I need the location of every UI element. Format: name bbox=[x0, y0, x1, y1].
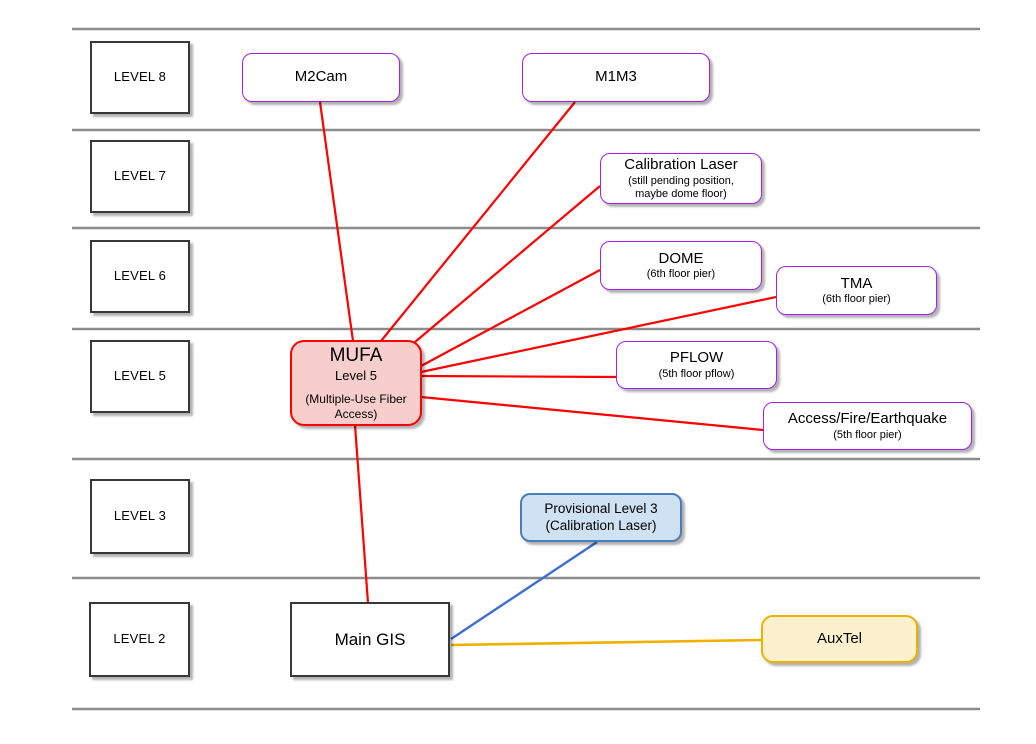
node-title: M1M3 bbox=[595, 68, 637, 86]
level-separators bbox=[72, 27, 980, 711]
node-title: Provisional Level 3 bbox=[544, 500, 658, 516]
node-title: Calibration Laser bbox=[624, 155, 738, 173]
node-subtitle: (5th floor pflow) bbox=[658, 367, 735, 380]
edge-main-gis-auxtel bbox=[450, 638, 762, 647]
edge-mufa-dome bbox=[420, 269, 601, 367]
node-title: M2Cam bbox=[294, 68, 348, 86]
node-main-gis: Main GIS bbox=[290, 602, 450, 677]
edge-main-gis-provisional bbox=[450, 541, 598, 640]
level-box-8: LEVEL 8 bbox=[90, 41, 190, 114]
level-box-3: LEVEL 3 bbox=[90, 479, 190, 554]
edge-mufa-calibration-laser bbox=[414, 185, 601, 343]
node-provisional-level3: Provisional Level 3 (Calibration Laser) bbox=[520, 493, 682, 542]
edge-mufa-m1m3 bbox=[380, 101, 576, 342]
node-note: (Multiple-Use Fiber Access) bbox=[305, 391, 407, 421]
level-label: LEVEL 6 bbox=[113, 268, 167, 284]
node-title: PFLOW bbox=[669, 349, 724, 367]
level-label: LEVEL 5 bbox=[113, 368, 167, 384]
level-label: LEVEL 7 bbox=[113, 168, 167, 184]
node-m2cam: M2Cam bbox=[242, 53, 400, 102]
node-subtitle: maybe dome floor) bbox=[635, 187, 727, 200]
edge-mufa-main-gis bbox=[353, 424, 370, 604]
node-tma: TMA (6th floor pier) bbox=[776, 266, 937, 315]
node-subtitle: Level 5 bbox=[335, 368, 377, 384]
node-auxtel: AuxTel bbox=[761, 615, 918, 663]
node-subtitle: (Calibration Laser) bbox=[545, 517, 657, 533]
node-subtitle: (6th floor pier) bbox=[822, 293, 891, 306]
node-title: Main GIS bbox=[334, 629, 406, 649]
node-access-fire-earthquake: Access/Fire/Earthquake (5th floor pier) bbox=[763, 402, 972, 450]
node-title: TMA bbox=[840, 274, 873, 292]
edge-mufa-m2cam bbox=[318, 101, 355, 342]
node-title: Access/Fire/Earthquake bbox=[787, 410, 948, 428]
level-box-5: LEVEL 5 bbox=[90, 340, 190, 413]
level-label: LEVEL 2 bbox=[113, 631, 166, 647]
node-subtitle: (still pending position, bbox=[628, 174, 734, 187]
edge-mufa-access bbox=[420, 395, 764, 432]
node-title: DOME bbox=[658, 249, 704, 267]
node-subtitle: (6th floor pier) bbox=[646, 268, 716, 281]
node-mufa: MUFA Level 5 (Multiple-Use Fiber Access) bbox=[290, 340, 422, 426]
node-dome: DOME (6th floor pier) bbox=[600, 241, 762, 290]
edge-mufa-pflow bbox=[420, 374, 617, 379]
node-title: AuxTel bbox=[816, 629, 863, 647]
node-calibration-laser: Calibration Laser (still pending positio… bbox=[600, 153, 762, 204]
node-m1m3: M1M3 bbox=[522, 53, 710, 102]
level-label: LEVEL 8 bbox=[113, 69, 167, 85]
node-pflow: PFLOW (5th floor pflow) bbox=[616, 341, 777, 389]
level-box-7: LEVEL 7 bbox=[90, 140, 190, 213]
level-label: LEVEL 3 bbox=[113, 508, 167, 524]
level-box-2: LEVEL 2 bbox=[89, 602, 190, 677]
node-title: MUFA bbox=[329, 345, 383, 367]
node-subtitle: (5th floor pier) bbox=[833, 428, 902, 441]
level-box-6: LEVEL 6 bbox=[90, 240, 190, 313]
